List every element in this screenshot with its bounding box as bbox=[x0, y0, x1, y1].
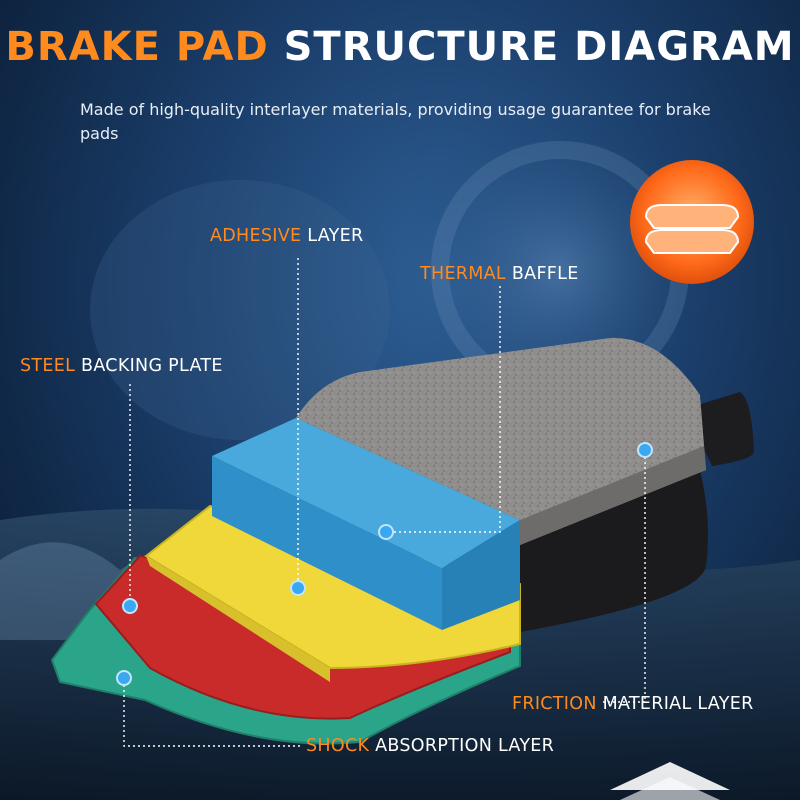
brake-pad-badge-icon bbox=[630, 160, 754, 284]
label-steel-backing-plate: STEEL BACKING PLATE bbox=[20, 356, 223, 376]
label-friction-rest: MATERIAL LAYER bbox=[597, 694, 754, 714]
marker-dot-thermal bbox=[379, 525, 393, 539]
label-friction-material-layer: FRICTION MATERIAL LAYER bbox=[512, 694, 754, 714]
label-thermal-rest: BAFFLE bbox=[506, 264, 579, 284]
marker-dot-friction bbox=[638, 443, 652, 457]
label-steel-accent: STEEL bbox=[20, 356, 75, 376]
up-arrow-icon bbox=[610, 762, 730, 800]
label-shock-rest: ABSORPTION LAYER bbox=[369, 736, 554, 756]
label-adhesive-rest: LAYER bbox=[301, 226, 363, 246]
label-friction-accent: FRICTION bbox=[512, 694, 597, 714]
label-steel-rest: BACKING PLATE bbox=[75, 356, 223, 376]
marker-dot-adhesive bbox=[291, 581, 305, 595]
label-thermal-baffle: THERMAL BAFFLE bbox=[420, 264, 579, 284]
label-thermal-accent: THERMAL bbox=[420, 264, 506, 284]
marker-dot-shock bbox=[117, 671, 131, 685]
label-adhesive-layer: ADHESIVE LAYER bbox=[210, 226, 363, 246]
label-adhesive-accent: ADHESIVE bbox=[210, 226, 301, 246]
marker-dot-steel bbox=[123, 599, 137, 613]
label-shock-accent: SHOCK bbox=[306, 736, 369, 756]
label-shock-absorption-layer: SHOCK ABSORPTION LAYER bbox=[306, 736, 554, 756]
